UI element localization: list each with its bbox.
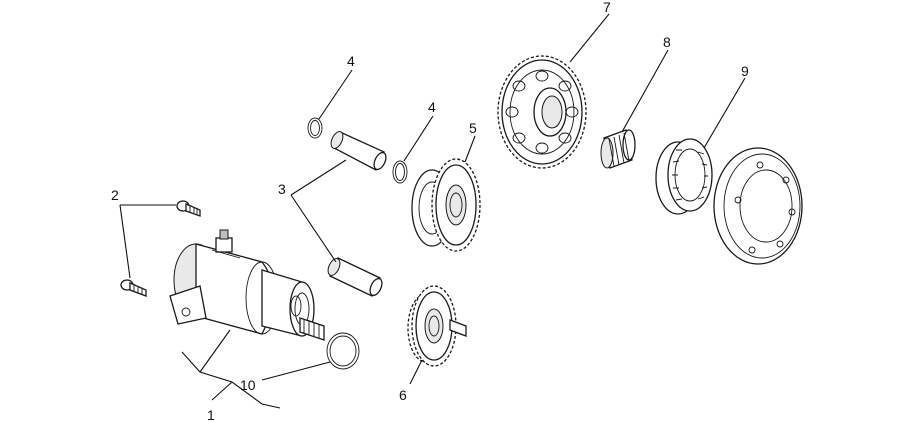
- o-ring-upper: [307, 117, 323, 139]
- freewheel-clutch: [655, 138, 713, 215]
- idler-gear-double: [411, 158, 481, 252]
- callout-2: 2: [111, 187, 119, 203]
- starter-driven-gear: [497, 55, 587, 169]
- callouts: 1 2 3 4 4 5 6 7 8 9 10: [111, 0, 749, 422]
- leader-lines: [119, 13, 746, 409]
- clutch-housing-flange: [713, 147, 803, 265]
- idler-gear-small: [407, 285, 467, 367]
- callout-1: 1: [207, 407, 215, 422]
- pin-upper: [330, 131, 387, 171]
- o-ring-large: [326, 332, 360, 370]
- callout-4-upper: 4: [347, 53, 355, 69]
- bolt-upper: [176, 200, 201, 217]
- starter-motor: [169, 229, 325, 341]
- callout-3: 3: [278, 181, 286, 197]
- pin-lower: [327, 257, 383, 297]
- callout-5: 5: [469, 120, 477, 136]
- bolt-lower: [120, 279, 147, 297]
- needle-roller-bearing: [600, 129, 636, 169]
- callout-10: 10: [240, 377, 256, 393]
- callout-6: 6: [399, 387, 407, 403]
- o-ring-lower: [392, 160, 408, 184]
- callout-8: 8: [663, 34, 671, 50]
- callout-7: 7: [603, 0, 611, 15]
- callout-9: 9: [741, 63, 749, 79]
- callout-4-lower: 4: [428, 99, 436, 115]
